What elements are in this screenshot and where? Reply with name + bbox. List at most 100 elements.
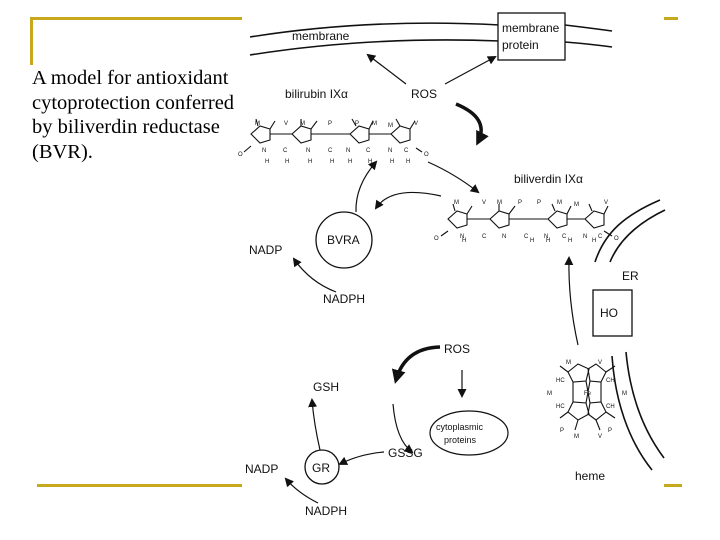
svg-text:N: N [460, 234, 464, 240]
svg-text:H: H [330, 159, 334, 165]
svg-text:N: N [388, 148, 392, 154]
cytoplasmic-proteins-ellipse [429, 410, 509, 456]
svg-text:P: P [560, 428, 564, 434]
svg-text:H: H [530, 238, 534, 244]
svg-text:C: C [598, 234, 603, 240]
svg-text:O: O [434, 236, 439, 242]
svg-text:H: H [568, 238, 572, 244]
svg-text:O: O [424, 152, 429, 158]
nadp-bvra-label: NADP [249, 243, 282, 257]
svg-text:C: C [404, 148, 409, 154]
svg-text:V: V [598, 360, 602, 366]
accent-line-top-left-vertical [30, 17, 33, 65]
gr-label: GR [312, 461, 330, 475]
svg-text:M: M [454, 200, 459, 206]
svg-text:H: H [546, 238, 550, 244]
svg-text:CH: CH [606, 404, 615, 410]
svg-text:V: V [598, 434, 602, 440]
gr-enzyme-circle [304, 449, 340, 485]
bvra-label: BVRA [327, 233, 360, 247]
cell-membrane [249, 22, 613, 56]
svg-text:M: M [557, 200, 562, 206]
svg-text:C: C [524, 234, 529, 240]
biliverdin-structure [440, 203, 613, 237]
bvra-enzyme-circle [315, 211, 373, 269]
svg-text:H: H [592, 238, 596, 244]
nadph-gr-label: NADPH [305, 504, 347, 518]
svg-text:H: H [265, 159, 269, 165]
bilirubin-label: bilirubin IXα [285, 87, 348, 101]
svg-text:C: C [366, 148, 371, 154]
nadph-to-nadp-gr-arrow [284, 477, 319, 504]
svg-text:H: H [285, 159, 289, 165]
svg-text:HC: HC [556, 404, 565, 410]
svg-text:M: M [547, 391, 552, 397]
gsh-to-gssg-arrow [392, 403, 414, 454]
svg-text:P: P [355, 121, 359, 127]
svg-text:M: M [566, 360, 571, 366]
slide-caption: A model for antioxidant cytoprotection c… [32, 67, 235, 163]
accent-line-top-left-horizontal [30, 17, 242, 20]
bilirubin-structure [243, 118, 423, 153]
svg-text:H: H [348, 159, 352, 165]
svg-text:C: C [482, 234, 487, 240]
svg-text:Fe: Fe [584, 391, 592, 397]
heme-to-biliverdin-arrow [564, 256, 579, 346]
ros-mid-label: ROS [444, 342, 470, 356]
svg-text:P: P [537, 200, 541, 206]
gr-to-gsh-arrow [308, 398, 321, 451]
svg-text:CH: CH [606, 378, 615, 384]
svg-text:P: P [518, 200, 522, 206]
membrane-label: membrane [292, 29, 350, 43]
svg-text:H: H [368, 159, 372, 165]
accent-line-bottom-left [37, 484, 242, 487]
cytoplasmic-proteins-label-line2: proteins [444, 435, 477, 445]
svg-text:C: C [283, 148, 288, 154]
heme-label: heme [575, 469, 605, 483]
svg-text:O: O [614, 236, 619, 242]
ho-enzyme-box [592, 289, 633, 337]
svg-text:M: M [388, 123, 393, 129]
svg-text:C: C [328, 148, 333, 154]
svg-text:C: C [562, 234, 567, 240]
ros-to-gsh-arrow [391, 345, 441, 384]
svg-text:V: V [284, 121, 288, 127]
ho-label: HO [600, 306, 618, 320]
accent-line-top-right [664, 17, 678, 20]
svg-text:P: P [328, 121, 332, 127]
svg-text:M: M [574, 434, 579, 440]
svg-text:M: M [497, 200, 502, 206]
nadp-gr-label: NADP [245, 462, 278, 476]
membrane-protein-label-line1: membrane [502, 21, 560, 35]
biliverdin-label: biliverdin IXα [514, 172, 583, 186]
svg-text:HC: HC [556, 378, 565, 384]
svg-text:N: N [502, 234, 506, 240]
er-membrane [594, 199, 666, 471]
accent-line-bottom-right [664, 484, 682, 487]
svg-text:V: V [482, 200, 486, 206]
svg-text:P: P [608, 428, 612, 434]
biliverdin-to-bvra-arrow [374, 191, 442, 210]
svg-text:M: M [574, 202, 579, 208]
gsh-label: GSH [313, 380, 339, 394]
cytoplasmic-proteins-label-line1: cytoplasmic [436, 422, 484, 432]
membrane-protein-box [497, 12, 566, 61]
membrane-protein-label-line2: protein [502, 38, 539, 52]
svg-text:N: N [306, 148, 310, 154]
ros-top-label: ROS [411, 87, 437, 101]
svg-text:N: N [544, 234, 548, 240]
bilirubin-to-biliverdin-arrow [427, 161, 480, 194]
svg-text:N: N [346, 148, 350, 154]
bvra-to-bilirubin-arrow [355, 160, 378, 213]
svg-text:O: O [238, 152, 243, 158]
bilirubin-oxidation-arrow [455, 102, 489, 146]
svg-text:H: H [462, 238, 466, 244]
er-label: ER [622, 269, 639, 283]
svg-text:V: V [604, 200, 608, 206]
svg-text:H: H [406, 159, 410, 165]
svg-text:V: V [414, 121, 418, 127]
svg-text:M: M [372, 121, 377, 127]
